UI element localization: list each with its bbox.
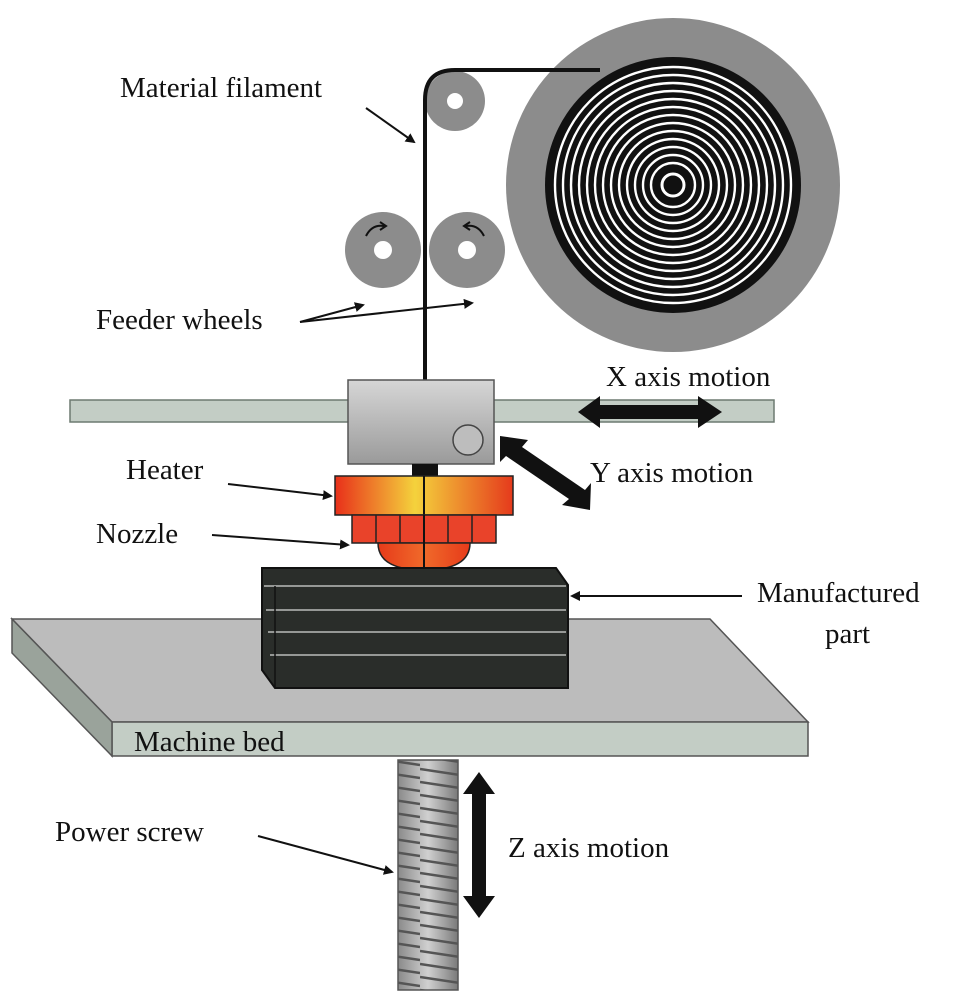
spool-winding-ring <box>577 89 769 281</box>
y-axis-motion-arrow <box>500 436 591 510</box>
x-axis-motion-arrow <box>578 396 722 428</box>
material-filament-leader <box>365 107 416 144</box>
guide-pulley <box>425 71 485 131</box>
spool-winding-ring <box>625 137 721 233</box>
nozzle <box>351 514 497 571</box>
label-y-axis-motion: Y axis motion <box>590 457 754 489</box>
spool-winding-ring <box>617 129 729 241</box>
spool-winding-ring <box>609 121 737 249</box>
label-z-axis-motion: Z axis motion <box>508 832 670 864</box>
feeder-wheel-left <box>345 212 421 288</box>
extruder-carriage <box>347 379 495 476</box>
power-screw <box>397 759 459 991</box>
label-nozzle: Nozzle <box>96 518 178 550</box>
filament-spool <box>506 18 840 352</box>
heater-leader <box>227 483 333 501</box>
spool-winding-ring <box>569 81 777 289</box>
manufactured-part <box>261 567 569 689</box>
heater-block <box>334 475 514 516</box>
label-machine-bed: Machine bed <box>134 726 285 758</box>
label-manufactured-part-line1: Manufactured <box>757 577 920 609</box>
spool-winding-ring <box>593 105 753 265</box>
label-power-screw: Power screw <box>55 816 204 848</box>
z-axis-motion-arrow <box>463 772 495 918</box>
label-feeder-wheels: Feeder wheels <box>96 304 263 336</box>
spool-winding-ring <box>585 97 761 273</box>
label-material-filament: Material filament <box>120 72 322 104</box>
feeder-wheels-leader-left <box>299 302 365 323</box>
feeder-wheel-right <box>429 212 505 288</box>
feeder-wheels-leader-right <box>299 298 474 323</box>
spool-winding-ring <box>601 113 745 257</box>
spool-winding-ring <box>561 73 785 297</box>
spool-winding-ring <box>649 161 697 209</box>
spool-winding-ring <box>553 65 793 305</box>
power-screw-leader <box>257 835 394 875</box>
material-filament <box>423 68 600 385</box>
spool-winding-ring <box>633 145 713 225</box>
label-x-axis-motion: X axis motion <box>606 361 771 393</box>
nozzle-leader <box>211 534 350 550</box>
label-manufactured-part-line2: part <box>825 618 870 650</box>
label-heater: Heater <box>126 454 204 486</box>
spool-winding-ring <box>641 153 705 217</box>
